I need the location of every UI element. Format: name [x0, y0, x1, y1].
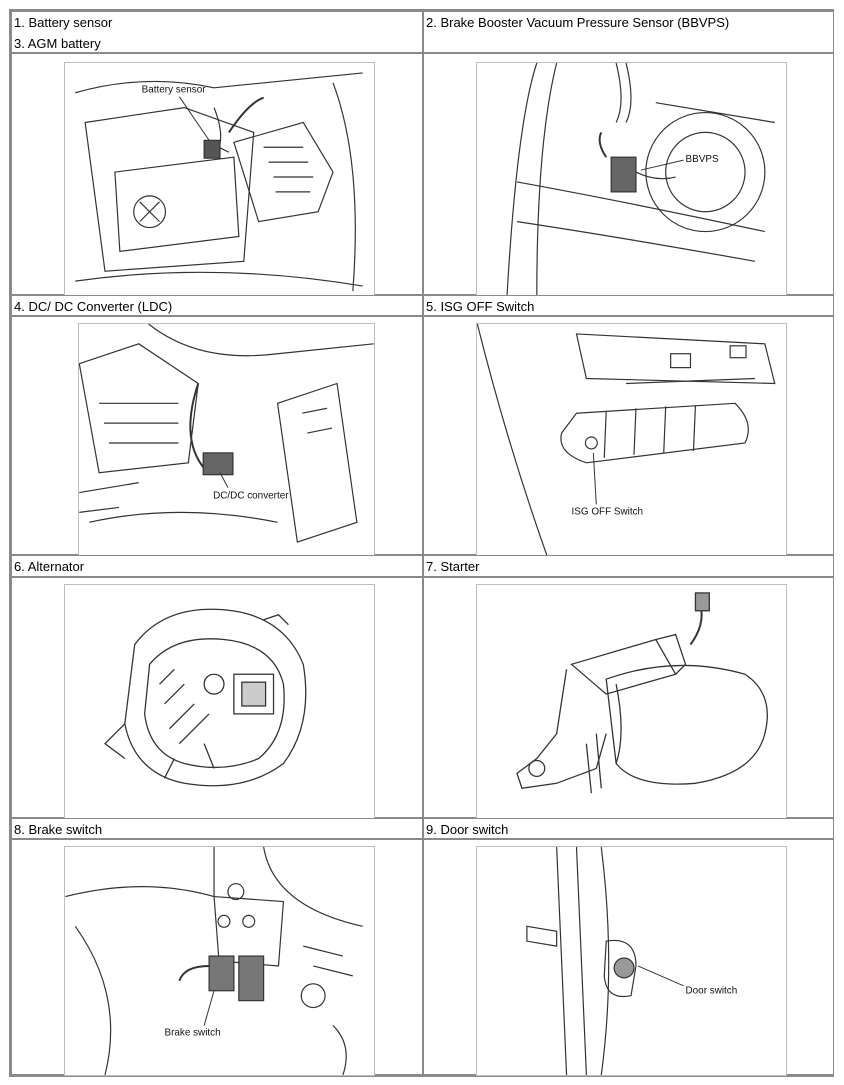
- image-cell-1: Battery sensor: [11, 53, 423, 296]
- door-switch-illustration: Door switch: [476, 846, 787, 1076]
- section-label: 5. ISG OFF Switch: [426, 299, 535, 314]
- brake-switch-illustration: Brake switch: [64, 846, 375, 1076]
- header-cell-9: 9. Door switch: [423, 818, 834, 839]
- image-cell-9: Door switch: [423, 839, 834, 1076]
- image-cell-8: Brake switch: [11, 839, 423, 1076]
- section-label: 4. DC/ DC Converter (LDC): [14, 299, 173, 314]
- ldc-illustration: DC/DC converter: [78, 323, 375, 556]
- section-label: 7. Starter: [426, 559, 480, 574]
- starter-illustration: [476, 584, 787, 819]
- callout-label: Battery sensor: [142, 85, 207, 96]
- section-label: 1. Battery sensor: [14, 15, 113, 30]
- header-cell-7: 7. Starter: [423, 555, 834, 577]
- header-cell-1: 1. Battery sensor 3. AGM battery: [11, 11, 423, 53]
- header-cell-5: 5. ISG OFF Switch: [423, 295, 834, 316]
- section-label: 9. Door switch: [426, 822, 509, 837]
- callout-label: DC/DC converter: [213, 490, 289, 501]
- header-cell-4: 4. DC/ DC Converter (LDC): [11, 295, 423, 316]
- isg-off-switch-illustration: ISG OFF Switch: [476, 323, 787, 556]
- image-cell-7: [423, 577, 834, 819]
- header-cell-6: 6. Alternator: [11, 555, 423, 577]
- header-cell-8: 8. Brake switch: [11, 818, 423, 839]
- image-cell-2: BBVPS: [423, 53, 834, 296]
- image-cell-4: DC/DC converter: [11, 316, 423, 556]
- callout-label: ISG OFF Switch: [572, 506, 644, 517]
- section-label: 3. AGM battery: [14, 36, 101, 51]
- image-cell-5: ISG OFF Switch: [423, 316, 834, 556]
- callout-label: BBVPS: [686, 154, 719, 165]
- callout-label: Door switch: [686, 986, 738, 997]
- header-cell-2: 2. Brake Booster Vacuum Pressure Sensor …: [423, 11, 834, 53]
- bbvps-illustration: BBVPS: [476, 62, 787, 296]
- battery-sensor-illustration: Battery sensor: [64, 62, 375, 296]
- callout-label: Brake switch: [164, 1027, 220, 1038]
- component-table: 1. Battery sensor 3. AGM battery 2. Brak…: [9, 9, 834, 1077]
- section-label: 6. Alternator: [14, 559, 85, 574]
- alternator-illustration: [64, 584, 375, 819]
- section-label: 2. Brake Booster Vacuum Pressure Sensor …: [426, 15, 730, 30]
- image-cell-6: [11, 577, 423, 819]
- section-label: 8. Brake switch: [14, 822, 103, 837]
